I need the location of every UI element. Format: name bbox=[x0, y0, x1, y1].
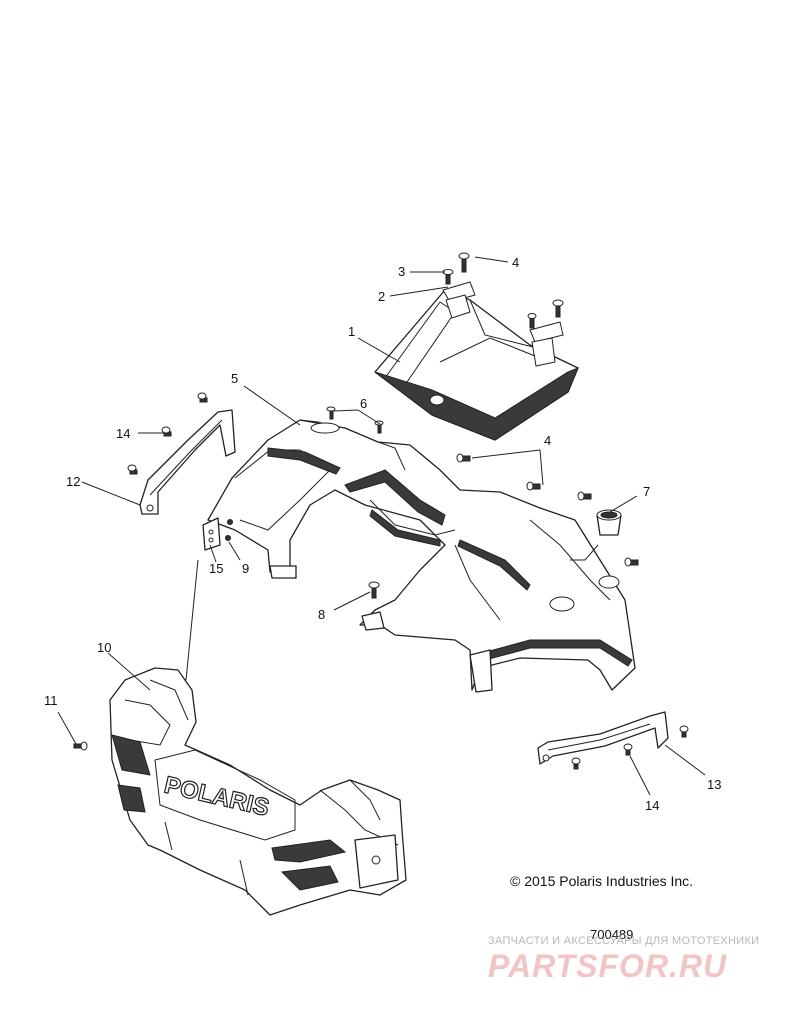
callout-labels: 1 2 3 4 4 5 6 7 8 9 10 11 12 13 14 14 15 bbox=[44, 255, 721, 813]
leader-lines bbox=[57, 256, 706, 796]
watermark-logo: PARTSFOR.RU bbox=[488, 948, 727, 984]
callout-3: 3 bbox=[398, 264, 405, 279]
part-8-screw bbox=[368, 581, 380, 599]
part-5-front-fender bbox=[207, 419, 636, 693]
part-10-front-bumper: POLARIS bbox=[109, 667, 407, 916]
callout-10: 10 bbox=[97, 640, 111, 655]
callout-13: 13 bbox=[707, 777, 721, 792]
part-11-screw bbox=[73, 741, 88, 751]
callout-9: 9 bbox=[242, 561, 249, 576]
callout-8: 8 bbox=[318, 607, 325, 622]
copyright-text: © 2015 Polaris Industries Inc. bbox=[510, 873, 693, 889]
part-14-screw-left bbox=[127, 392, 208, 475]
callout-11: 11 bbox=[44, 693, 58, 708]
part-12-bracket-left bbox=[139, 409, 236, 515]
callout-4-top: 4 bbox=[512, 255, 519, 270]
part-1-rack-cover bbox=[374, 289, 579, 441]
callout-14-left: 14 bbox=[116, 426, 130, 441]
callout-15: 15 bbox=[209, 561, 223, 576]
callout-2: 2 bbox=[378, 289, 385, 304]
watermark-tagline: ЗАПЧАСТИ И АКСЕССУАРЫ ДЛЯ МОТОТЕХНИКИ bbox=[488, 935, 759, 947]
part-2-hinge bbox=[442, 281, 564, 367]
part-14-screw-right bbox=[571, 725, 689, 770]
part-13-bracket-right bbox=[537, 711, 669, 765]
callout-4-side: 4 bbox=[544, 433, 551, 448]
diagram-part-number: 700489 bbox=[590, 927, 633, 942]
callout-6: 6 bbox=[360, 396, 367, 411]
part-15-clip bbox=[202, 517, 221, 551]
part-9-nut bbox=[225, 519, 233, 541]
part-4-screw-top bbox=[458, 252, 564, 329]
callout-12: 12 bbox=[66, 474, 80, 489]
callout-5: 5 bbox=[231, 371, 238, 386]
callout-7: 7 bbox=[643, 484, 650, 499]
part-7-cup-holder bbox=[596, 509, 622, 536]
callout-1: 1 bbox=[348, 324, 355, 339]
part-6-screw bbox=[326, 406, 384, 434]
part-4-pushpin bbox=[456, 453, 639, 567]
callout-14-right: 14 bbox=[645, 798, 659, 813]
